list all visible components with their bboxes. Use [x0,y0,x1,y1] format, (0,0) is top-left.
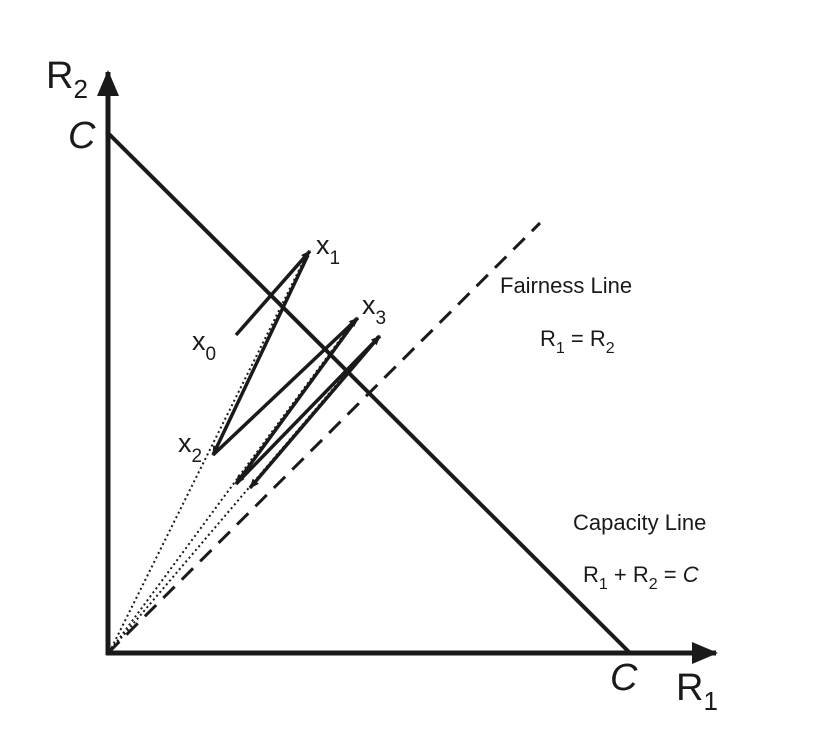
point-x2-label: x2 [178,428,202,467]
fairness-equation: R1 = R2 [540,326,615,357]
trajectory-down-final [248,336,380,490]
trajectory-x3-down [234,318,358,486]
trajectory-x2-x3 [211,316,360,457]
decrease-ray-2 [109,317,357,652]
y-intercept-label: C [68,115,96,157]
capacity-title: Capacity Line [573,510,706,535]
x-intercept-label: C [610,657,638,699]
trajectory-x1-x2 [211,254,310,456]
trajectory-up [234,334,382,486]
capacity-equation: R1 + R2 = C [583,562,699,593]
decrease-ray-1 [109,251,309,652]
x-axis-label: R1 [676,667,718,716]
y-axis-label: R2 [46,55,88,104]
fairness-line [106,221,542,655]
point-x3-label: x3 [362,290,386,329]
trajectory-x0-x1 [234,249,312,337]
point-x0-label: x0 [192,326,216,365]
decrease-ray-3 [109,335,379,652]
point-x1-label: x1 [316,230,340,269]
fairness-title: Fairness Line [500,273,632,298]
